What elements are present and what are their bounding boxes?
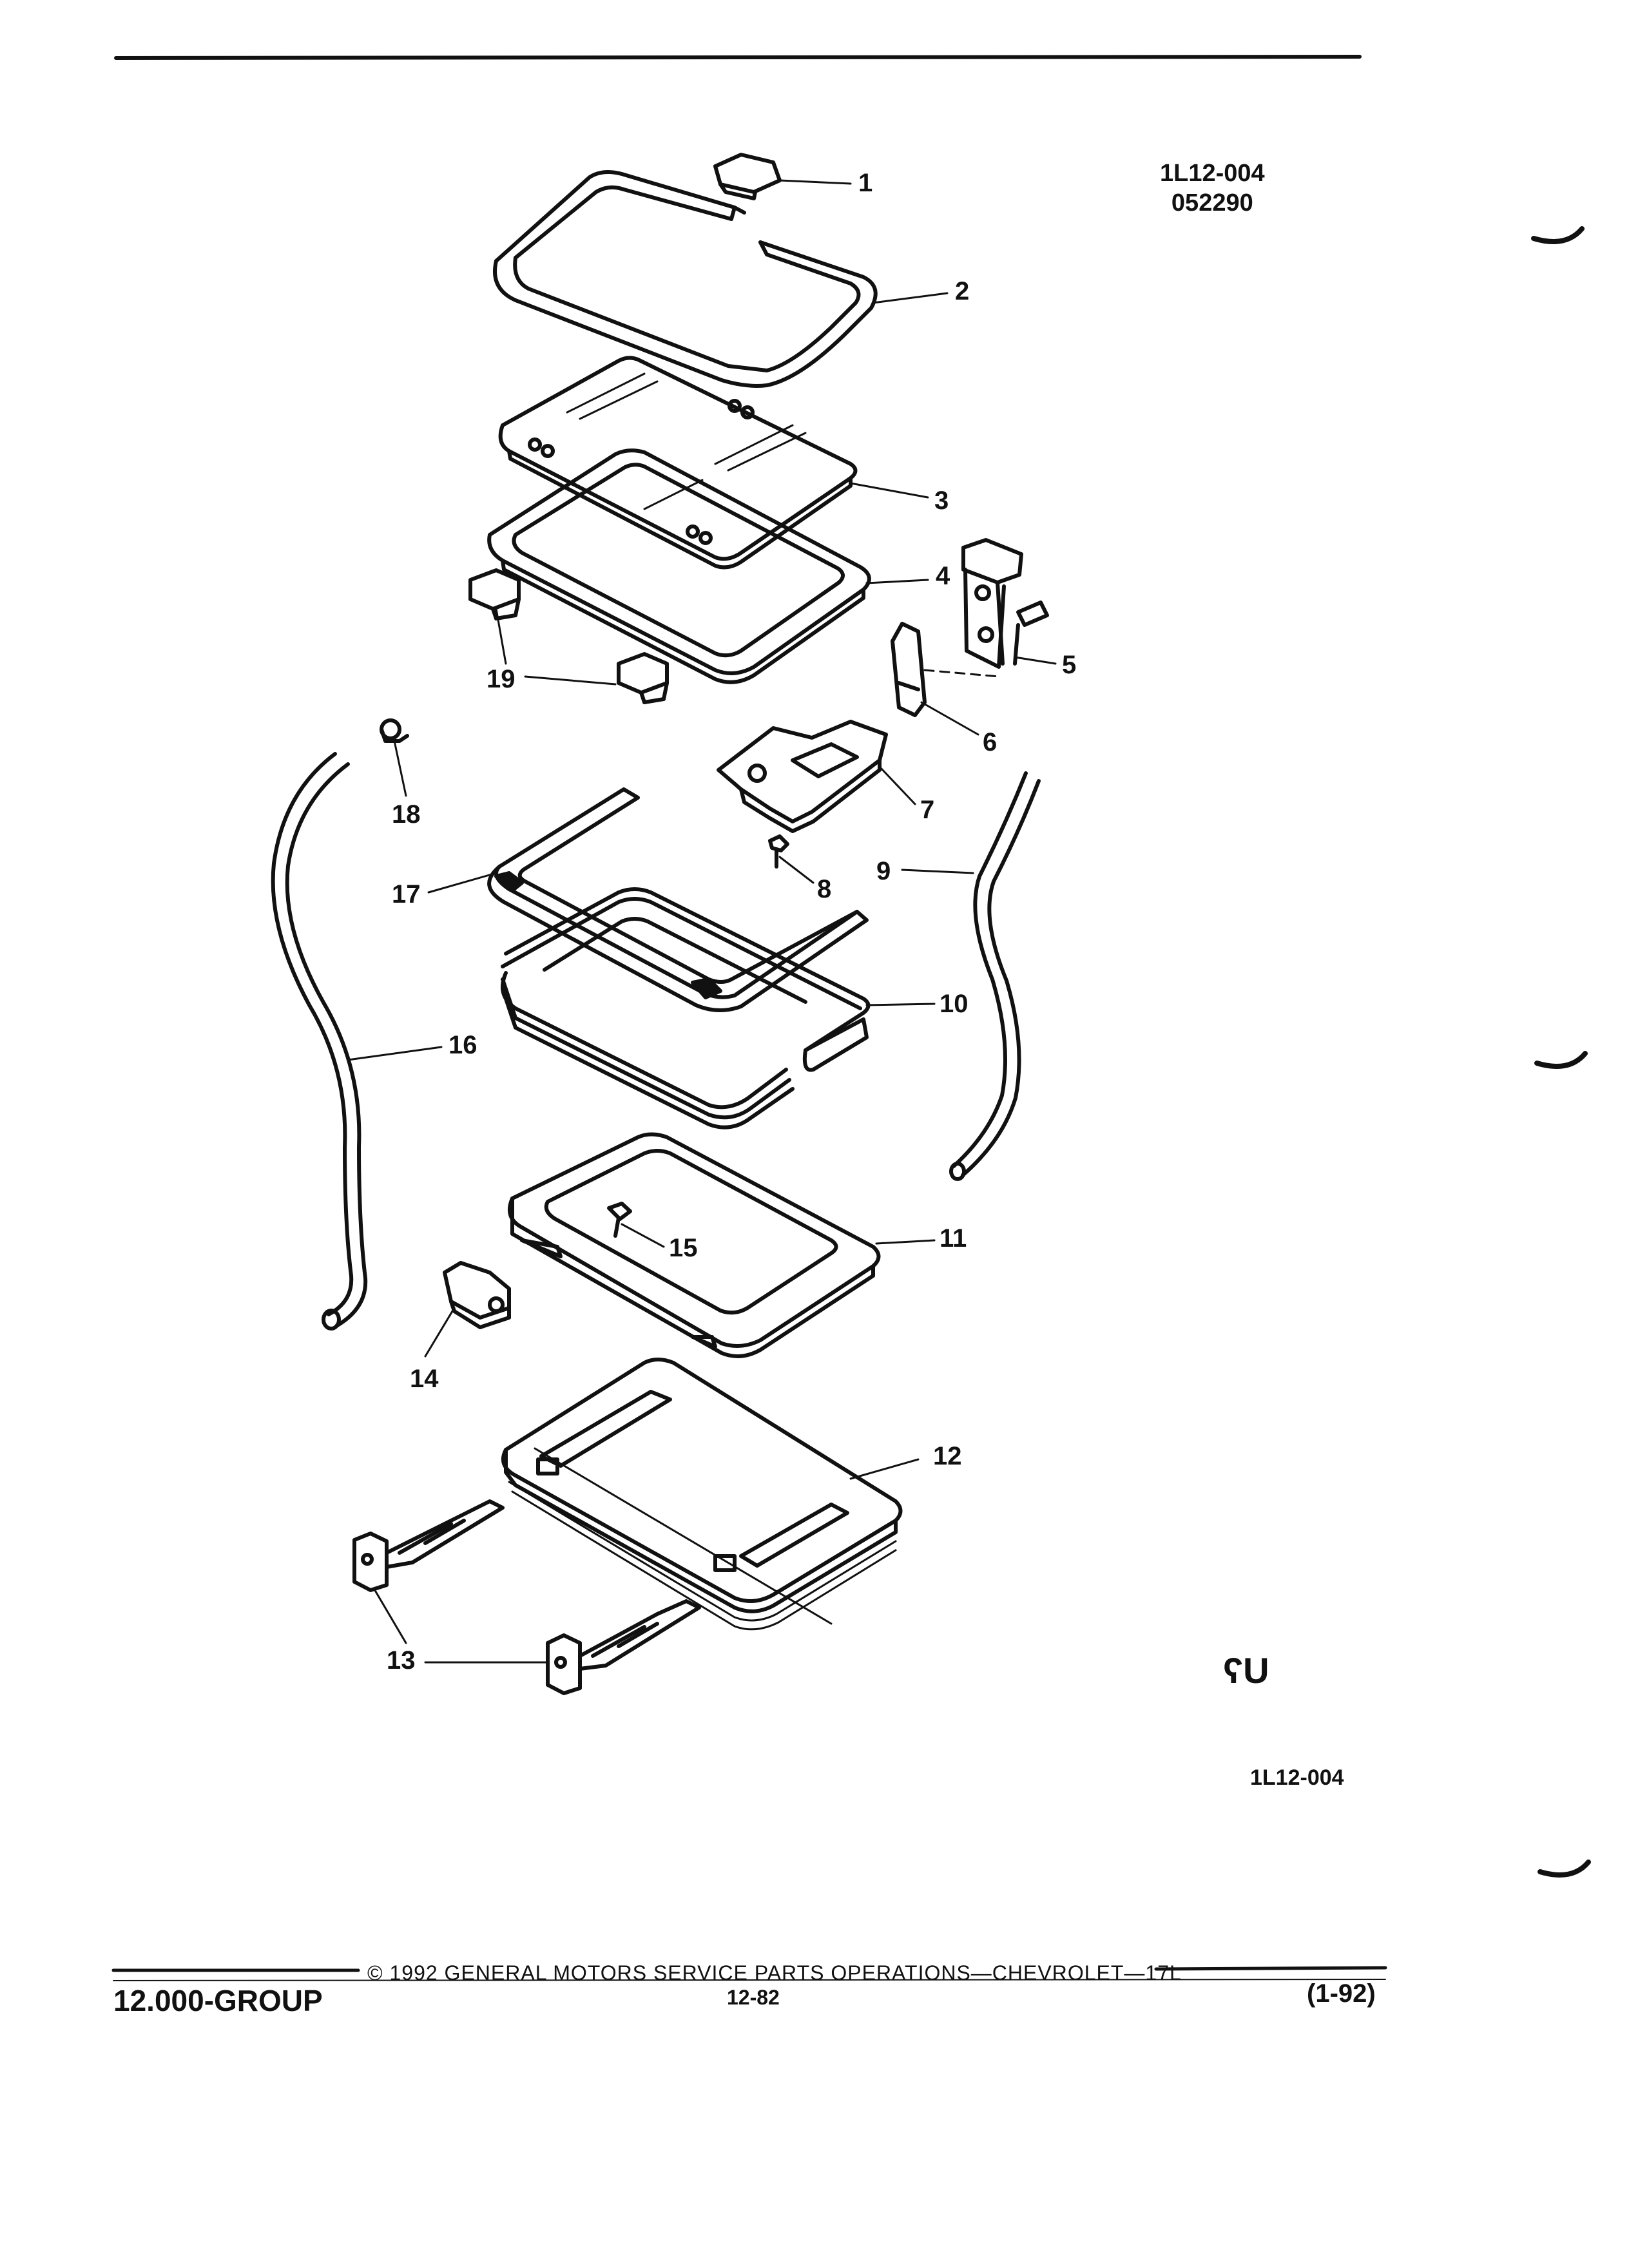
callout-14: 14 — [410, 1365, 439, 1393]
part-16-hose — [271, 752, 368, 1331]
leader-9 — [901, 869, 974, 874]
part-1-clip — [713, 153, 782, 200]
callout-7: 7 — [920, 796, 935, 824]
leader-8 — [778, 856, 815, 884]
leader-6 — [920, 701, 979, 736]
leader-7 — [878, 765, 916, 805]
illustration-code: 1L12-004 — [1160, 160, 1265, 187]
part-9-hose — [949, 771, 1041, 1181]
callout-5: 5 — [1062, 651, 1077, 679]
leader-17 — [427, 872, 497, 894]
callout-12: 12 — [933, 1442, 962, 1470]
part-12-sunshade — [501, 1358, 903, 1631]
part-14-motor — [443, 1261, 511, 1329]
part-17-rail — [487, 787, 869, 1013]
callout-19: 19 — [487, 665, 516, 693]
leader-13b — [372, 1587, 407, 1644]
part-4-frame — [487, 448, 871, 684]
footer-rule-bottom — [113, 1979, 1386, 1981]
part-10-seal — [501, 887, 871, 1129]
part-5-latch — [961, 538, 1049, 669]
callout-16: 16 — [448, 1031, 477, 1059]
part-13-slide-lower — [546, 1599, 701, 1695]
leader-2 — [872, 292, 949, 304]
figure-id: 1L12-004 — [1250, 1765, 1344, 1790]
leader-15 — [621, 1223, 665, 1248]
margin-tick-3 — [1537, 1860, 1591, 1878]
leader-16 — [347, 1046, 443, 1061]
callout-4: 4 — [936, 562, 950, 590]
leader-4 — [865, 579, 929, 584]
top-rule — [114, 55, 1362, 60]
part-8-screw — [768, 834, 789, 869]
callout-13: 13 — [387, 1646, 416, 1675]
callout-8: 8 — [817, 875, 832, 903]
part-18-nut — [380, 718, 409, 743]
leader-12 — [849, 1458, 920, 1480]
leader-1 — [778, 179, 852, 185]
callout-3: 3 — [934, 486, 949, 515]
footer-rule-right — [1154, 1966, 1387, 1971]
logo-mark: ʕU — [1223, 1650, 1269, 1691]
leader-10 — [865, 1003, 936, 1006]
footer-group: 12.000-GROUP — [113, 1984, 323, 2017]
callout-15: 15 — [669, 1234, 698, 1262]
callout-10: 10 — [940, 990, 969, 1018]
callout-18: 18 — [392, 800, 421, 829]
leader-19a — [495, 608, 507, 665]
margin-tick-2 — [1534, 1051, 1588, 1069]
part-19-bracket-lower — [617, 652, 669, 704]
callout-17: 17 — [392, 880, 421, 908]
leader-18 — [393, 740, 407, 797]
margin-tick-1 — [1531, 226, 1585, 244]
footer-page-number: 12-82 — [727, 1986, 780, 2009]
part-13-slide-upper — [352, 1499, 505, 1592]
part-3-glass — [498, 356, 858, 570]
leader-5 — [1014, 656, 1057, 665]
footer-copyright: © 1992 GENERAL MOTORS SERVICE PARTS OPER… — [367, 1961, 1182, 1984]
part-11-housing — [508, 1132, 881, 1358]
leader-11 — [875, 1239, 936, 1245]
leader-3 — [849, 482, 929, 499]
callout-1: 1 — [858, 169, 873, 197]
part-15-screw — [607, 1202, 632, 1238]
date-code: 052290 — [1171, 189, 1253, 216]
part-7-drive — [717, 720, 888, 833]
leader-14 — [424, 1307, 456, 1358]
footer-revision: (1-92) — [1307, 1979, 1376, 2008]
part-19-bracket-upper — [468, 568, 521, 620]
callout-9: 9 — [876, 857, 891, 885]
reference-block: 1L12-004 052290 — [1160, 159, 1265, 218]
leader-19b — [524, 675, 617, 686]
callout-11: 11 — [940, 1224, 967, 1253]
callout-2: 2 — [955, 277, 970, 305]
part-2-seal — [493, 169, 878, 388]
callout-6: 6 — [983, 728, 998, 756]
part-6-cover — [891, 622, 1000, 717]
